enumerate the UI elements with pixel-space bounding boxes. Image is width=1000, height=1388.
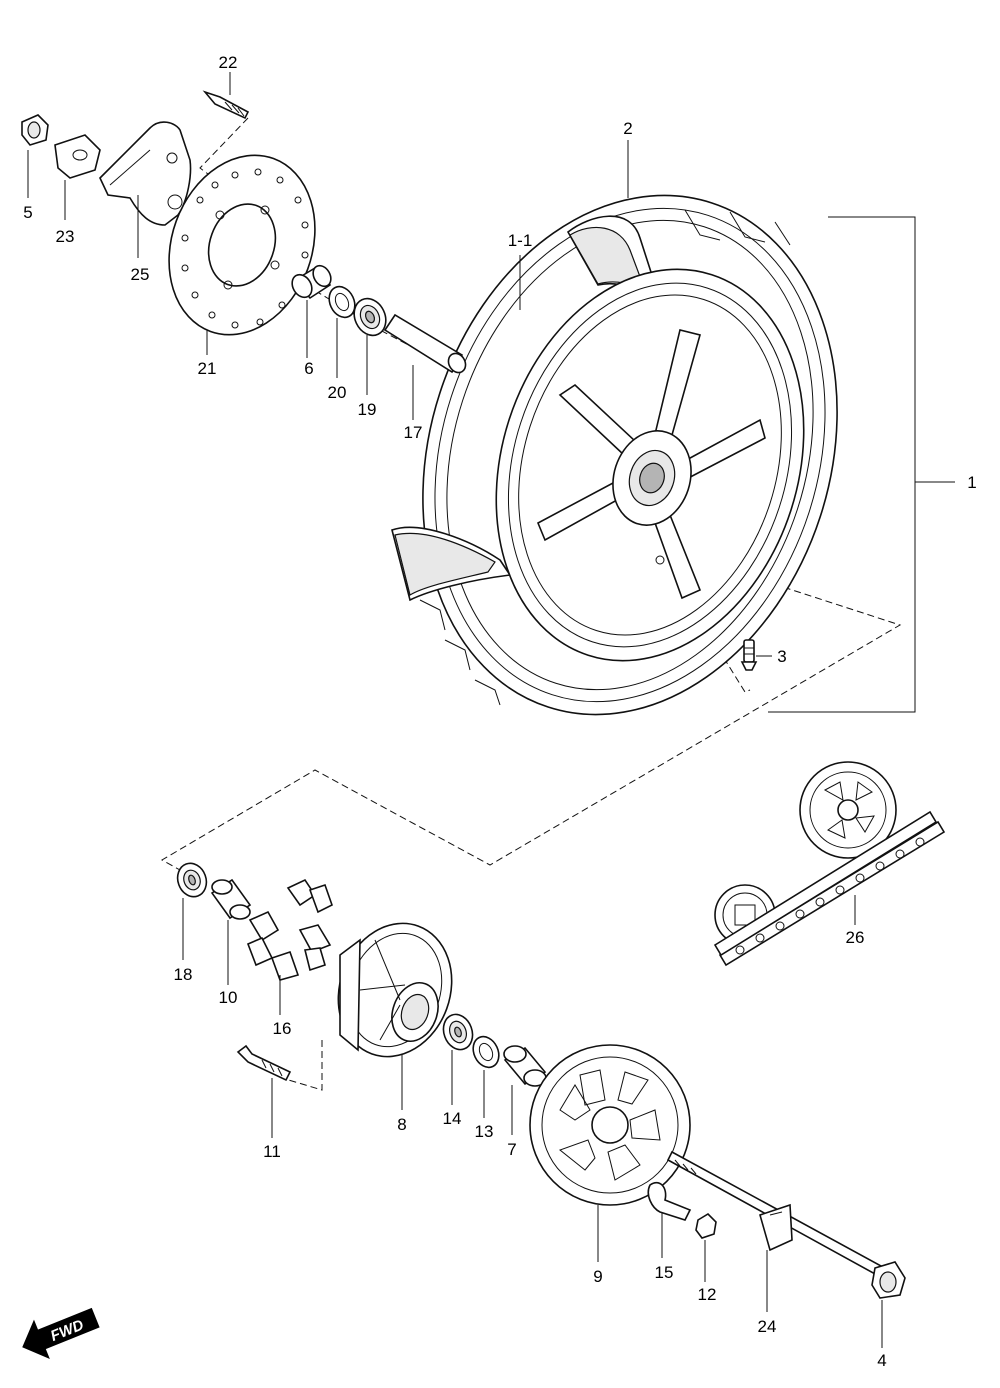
collar-spacer: [291, 264, 332, 300]
callout-15: 15: [655, 1263, 674, 1282]
callout-4: 4: [877, 1351, 886, 1370]
callout-1-1: 1-1: [508, 231, 533, 250]
hub-collar: [210, 878, 252, 920]
callout-10: 10: [219, 988, 238, 1007]
callout-8: 8: [397, 1115, 406, 1134]
axle-nut: [695, 1212, 717, 1239]
rear-wheel-assembly: [391, 194, 838, 716]
callout-labels: 22 5 23 25 21 6 20 19 17 1-1 2 1 3 18 10…: [23, 53, 976, 1370]
callout-12: 12: [698, 1285, 717, 1304]
bearing-left: [176, 862, 208, 898]
callout-23: 23: [56, 227, 75, 246]
callout-13: 13: [475, 1122, 494, 1141]
drive-chain-kit: [713, 761, 946, 967]
callout-1: 1: [967, 473, 976, 492]
lock-plate: [647, 1181, 692, 1221]
callout-19: 19: [358, 400, 377, 419]
callout-25: 25: [131, 265, 150, 284]
callout-26: 26: [846, 928, 865, 947]
callout-21: 21: [198, 359, 217, 378]
brake-disc: [168, 154, 316, 336]
bearing-right: [442, 1013, 474, 1051]
sprocket-hub: [337, 922, 453, 1058]
flange-nut: [21, 114, 49, 146]
hub-bolt: [236, 1044, 292, 1082]
callout-6: 6: [304, 359, 313, 378]
callout-20: 20: [328, 383, 347, 402]
assembly-guide-lines: [160, 117, 902, 1091]
callout-5: 5: [23, 203, 32, 222]
callout-18: 18: [174, 965, 193, 984]
callout-17: 17: [404, 423, 423, 442]
callout-9: 9: [593, 1267, 602, 1286]
distance-collar: [383, 313, 467, 374]
caliper-bracket: [99, 121, 192, 226]
leader-lines: [27, 72, 955, 1348]
washer: [328, 285, 356, 319]
callout-14: 14: [443, 1109, 462, 1128]
fwd-label: FWD: [48, 1316, 86, 1345]
assembly-bracket: [768, 216, 916, 713]
fwd-arrow: FWD: [22, 1307, 100, 1359]
callout-7: 7: [507, 1140, 516, 1159]
bearing: [353, 297, 387, 337]
callout-2: 2: [623, 119, 632, 138]
chain-adjuster: [759, 1203, 793, 1252]
bracket-spacer: [54, 134, 101, 179]
callout-16: 16: [273, 1019, 292, 1038]
callout-3: 3: [777, 647, 786, 666]
collar-right: [503, 1045, 547, 1087]
callout-22: 22: [219, 53, 238, 72]
damper-rubbers: [246, 878, 333, 981]
oil-seal: [472, 1035, 500, 1069]
rear-sprocket: [529, 1044, 691, 1206]
callout-24: 24: [758, 1317, 777, 1336]
callout-11: 11: [263, 1142, 281, 1161]
disc-bolt: [202, 90, 250, 120]
tire-valve: [740, 639, 758, 671]
